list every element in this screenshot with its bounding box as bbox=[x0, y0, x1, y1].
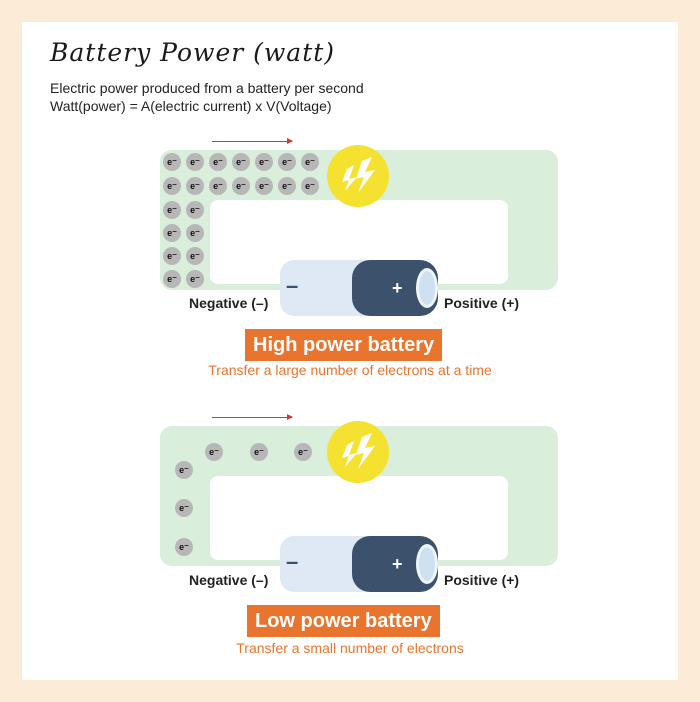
low-positive-label: Positive (+) bbox=[444, 572, 520, 588]
low-battery-minus-sign: – bbox=[286, 549, 299, 574]
electron-icon: e⁻ bbox=[250, 443, 268, 461]
high-battery-plus-sign: + bbox=[392, 278, 403, 298]
high-positive-label: Positive (+) bbox=[444, 295, 520, 311]
electron-icon: e⁻ bbox=[186, 153, 204, 171]
low-battery-plus-sign: + bbox=[392, 554, 403, 574]
high-battery-cap bbox=[416, 268, 438, 308]
electron-icon: e⁻ bbox=[163, 201, 181, 219]
electron-icon: e⁻ bbox=[232, 153, 250, 171]
lightning-bulb bbox=[327, 421, 389, 483]
high-battery-minus-sign: – bbox=[286, 273, 299, 298]
low-power-description: Transfer a small number of electrons bbox=[236, 640, 464, 656]
electron-icon: e⁻ bbox=[209, 153, 227, 171]
electron-icon: e⁻ bbox=[278, 177, 296, 195]
electron-icon: e⁻ bbox=[163, 224, 181, 242]
subtitle-description: Electric power produced from a battery p… bbox=[50, 80, 364, 96]
electron-icon: e⁻ bbox=[175, 538, 193, 556]
lightning-bolt-icon bbox=[342, 433, 375, 469]
high-power-badge: High power battery bbox=[245, 329, 443, 361]
electron-icon: e⁻ bbox=[163, 247, 181, 265]
low-battery-cap bbox=[416, 544, 438, 584]
electron-icon: e⁻ bbox=[163, 153, 181, 171]
electron-icon: e⁻ bbox=[186, 247, 204, 265]
current-direction-arrow-icon bbox=[212, 414, 293, 420]
electron-icon: e⁻ bbox=[255, 177, 273, 195]
electron-icon: e⁻ bbox=[294, 443, 312, 461]
page-title: Battery Power (watt) bbox=[50, 38, 336, 67]
electron-icon: e⁻ bbox=[175, 461, 193, 479]
electron-icon: e⁻ bbox=[232, 177, 250, 195]
watt-formula: Watt(power) = A(electric current) x V(Vo… bbox=[50, 98, 332, 114]
electron-icon: e⁻ bbox=[163, 177, 181, 195]
current-direction-arrow-icon bbox=[212, 138, 293, 144]
lightning-bolt-icon bbox=[342, 157, 375, 193]
electron-icon: e⁻ bbox=[186, 270, 204, 288]
electron-icon: e⁻ bbox=[301, 177, 319, 195]
electron-icon: e⁻ bbox=[205, 443, 223, 461]
high-negative-label: Negative (–) bbox=[189, 295, 269, 311]
electron-icon: e⁻ bbox=[175, 499, 193, 517]
electron-icon: e⁻ bbox=[186, 177, 204, 195]
electron-icon: e⁻ bbox=[163, 270, 181, 288]
low-negative-label: Negative (–) bbox=[189, 572, 269, 588]
electron-icon: e⁻ bbox=[301, 153, 319, 171]
lightning-bulb bbox=[327, 145, 389, 207]
electron-icon: e⁻ bbox=[209, 177, 227, 195]
high-power-description: Transfer a large number of electrons at … bbox=[208, 362, 492, 378]
electron-icon: e⁻ bbox=[186, 201, 204, 219]
electron-icon: e⁻ bbox=[278, 153, 296, 171]
electron-icon: e⁻ bbox=[255, 153, 273, 171]
low-power-badge: Low power battery bbox=[247, 605, 440, 637]
electron-icon: e⁻ bbox=[186, 224, 204, 242]
